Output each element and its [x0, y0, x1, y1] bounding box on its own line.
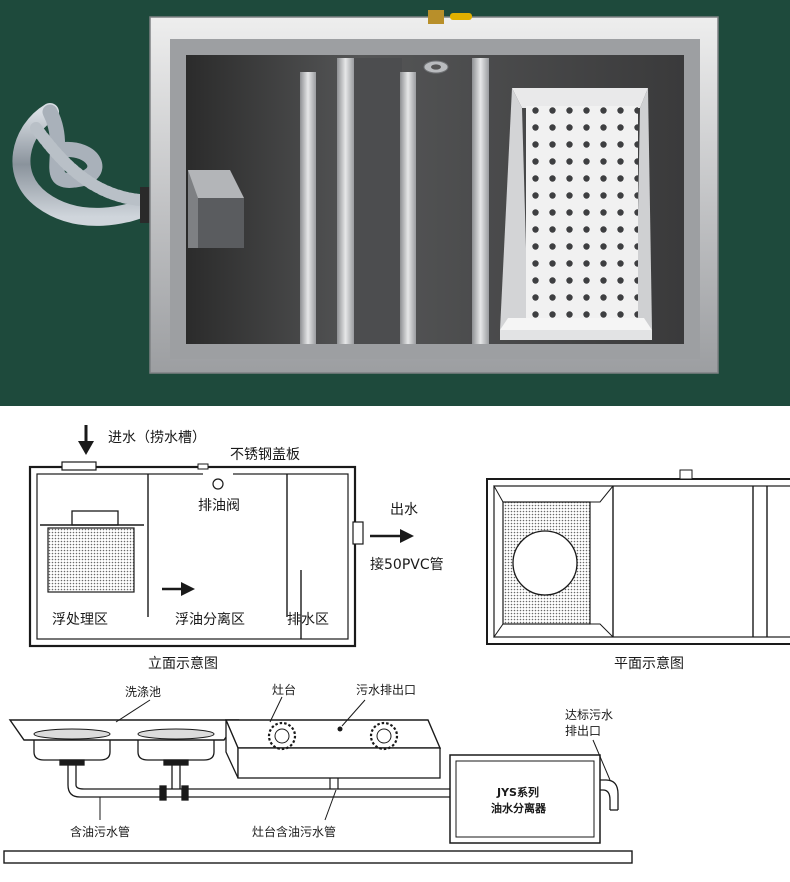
installation-view: 洗涤池 灶台 污水排出口 达标污水 排出口 JYS系列 油水分离器 含油污水管 …: [3, 682, 633, 864]
cover-plate-label: 不锈钢盖板: [230, 447, 300, 463]
inlet-box: [188, 170, 244, 248]
plan-tank-outer: [486, 478, 790, 645]
stove-burner-right: [369, 721, 399, 751]
standard-outlet-pipe: [600, 779, 619, 811]
elevation-filter-basket: [47, 527, 135, 593]
stove-label: 灶台: [272, 682, 296, 697]
baffle-plate-3: [400, 72, 416, 344]
stove-pipe-label: 灶台含油污水管: [252, 824, 336, 839]
elevation-basket-handle: [71, 510, 119, 526]
elevation-valve-icon: [212, 478, 224, 490]
stove-icon: [224, 719, 442, 789]
elevation-view: 进水（捞水槽） 不锈钢盖板 排油阀 出水 接50PVC管 浮处理区 浮油分离区 …: [28, 425, 444, 672]
separator-label-line1: JYS系列: [496, 785, 539, 799]
separator-top-view-render: [0, 0, 790, 406]
zone-drain-label: 排水区: [287, 612, 329, 628]
sewage-outlet-label: 污水排出口: [356, 683, 416, 697]
separator-box: [449, 754, 601, 844]
elevation-inlet-opening: [61, 461, 97, 471]
outlet-arrow-icon: [370, 529, 414, 543]
oily-drain-pipe: [59, 759, 450, 801]
stove-burner-left: [267, 721, 297, 751]
baffle-plate-2: [337, 58, 354, 344]
plan-inlet-circle: [512, 530, 578, 596]
baffle-plate-1: [300, 72, 316, 344]
sink-icon: [8, 719, 240, 761]
top-valve-icon: [428, 10, 472, 24]
flow-arrow-icon: [162, 582, 195, 596]
floor-slab: [3, 850, 633, 864]
oil-valve-label: 排油阀: [198, 498, 240, 514]
pvc-pipe-label: 接50PVC管: [370, 556, 444, 573]
sink-label: 洗涤池: [125, 685, 161, 699]
zone-separation-label: 浮油分离区: [175, 611, 245, 628]
outlet-label: 出水: [390, 502, 418, 518]
flexible-hose: [12, 103, 159, 226]
inlet-arrow-icon: [78, 425, 94, 455]
elevation-caption: 立面示意图: [148, 655, 218, 672]
separator-label-line2: 油水分离器: [491, 801, 547, 815]
standard-outlet-label-line2: 排出口: [565, 724, 601, 738]
standard-outlet-label-line1: 达标污水: [565, 708, 613, 722]
plan-view: 平面示意图: [486, 469, 790, 672]
plan-caption: 平面示意图: [614, 655, 684, 672]
zone-float-label: 浮处理区: [52, 612, 108, 628]
oily-pipe-label: 含油污水管: [70, 824, 130, 839]
perforated-basket: [500, 88, 652, 340]
inlet-label: 进水（捞水槽）: [108, 430, 206, 446]
elevation-tank-outer: [28, 465, 357, 648]
elevation-outlet-stub: [352, 521, 364, 545]
schematic-diagrams: 进水（捞水槽） 不锈钢盖板 排油阀 出水 接50PVC管 浮处理区 浮油分离区 …: [3, 425, 790, 864]
sewage-outlet-hole: [337, 726, 343, 732]
baffle-plate-4: [472, 58, 489, 344]
